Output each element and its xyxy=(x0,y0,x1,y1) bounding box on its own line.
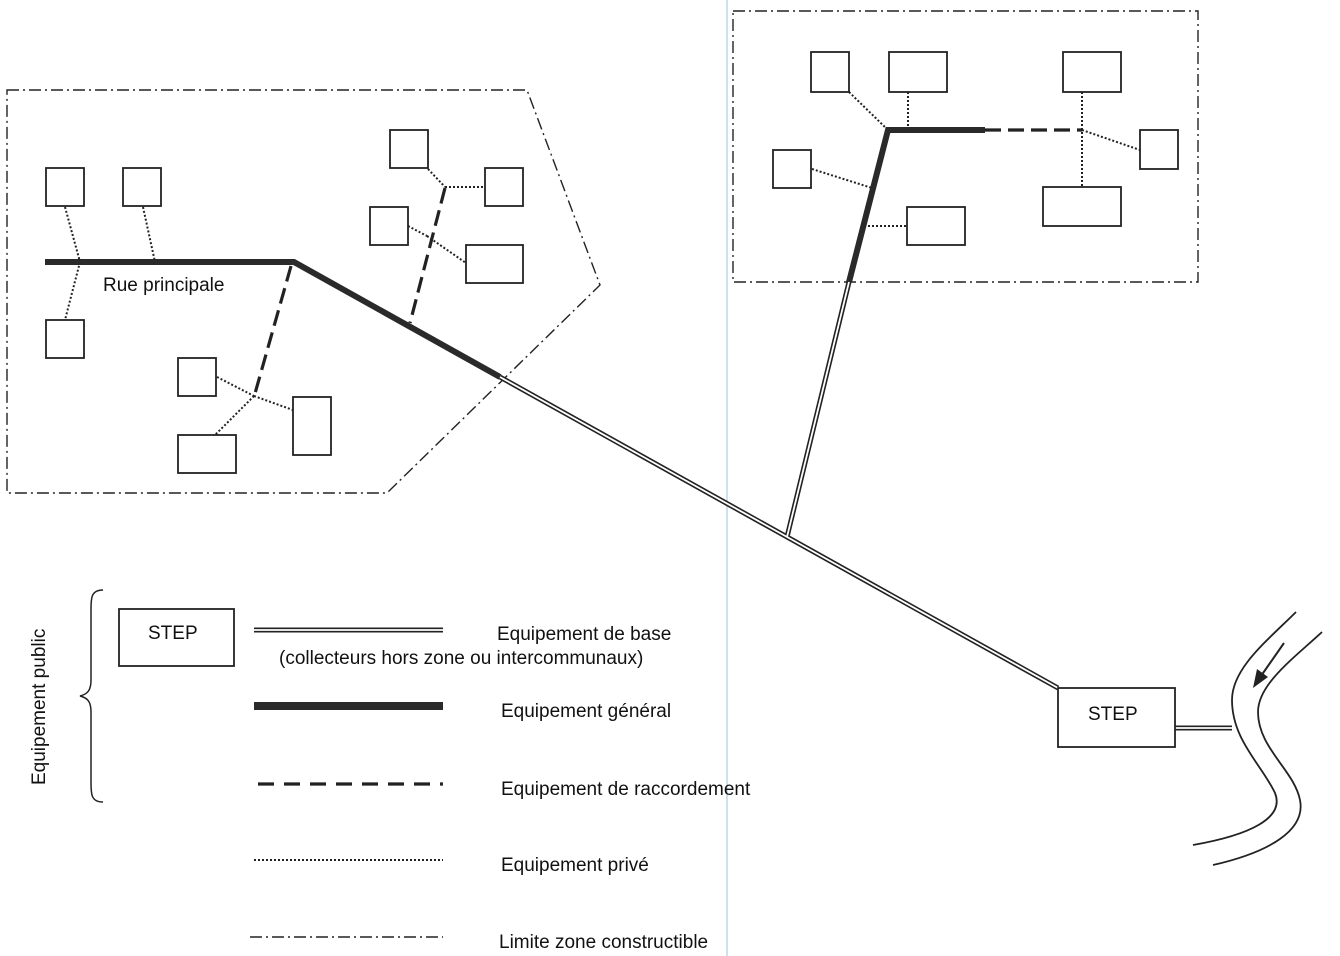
legend-private-label: Equipement privé xyxy=(501,855,649,876)
building xyxy=(484,167,524,207)
legend-step-box xyxy=(118,608,235,667)
building xyxy=(465,244,524,284)
treatment-plant-box xyxy=(1057,687,1176,748)
building xyxy=(177,434,237,474)
zone-limits xyxy=(6,10,1199,494)
building xyxy=(772,149,812,189)
building xyxy=(888,51,948,93)
building xyxy=(45,319,85,359)
legend: Equipement public STEP Equipement de bas… xyxy=(29,589,751,953)
building xyxy=(1139,129,1179,170)
legend-base-label: Equipement de base xyxy=(497,624,671,645)
building xyxy=(810,51,850,93)
building xyxy=(177,357,217,397)
building xyxy=(906,206,966,246)
building xyxy=(1042,186,1122,227)
building xyxy=(369,206,409,246)
building xyxy=(122,167,162,207)
building xyxy=(1062,51,1122,93)
legend-step-label: STEP xyxy=(148,623,198,644)
legend-brace xyxy=(79,589,104,803)
river xyxy=(1192,611,1323,866)
general-pipes xyxy=(45,127,985,380)
treatment-plant-label: STEP xyxy=(1088,704,1138,725)
legend-connection-label: Equipement de raccordement xyxy=(501,779,751,800)
legend-general-label: Equipement général xyxy=(501,701,671,722)
building xyxy=(389,129,429,169)
legend-group-label: Equipement public xyxy=(29,629,50,785)
building xyxy=(45,167,85,207)
legend-zone-label: Limite zone constructible xyxy=(499,932,708,953)
street-label: Rue principale xyxy=(103,275,224,296)
building xyxy=(292,396,332,456)
private-pipes xyxy=(64,91,1141,436)
connection-pipes xyxy=(252,128,1082,398)
zone-limit-right xyxy=(732,10,1199,283)
buildings xyxy=(45,51,1179,474)
legend-base-sublabel: (collecteurs hors zone ou intercommunaux… xyxy=(279,648,643,669)
river-flow-arrow-icon xyxy=(1253,642,1285,688)
base-pipes xyxy=(498,281,1232,731)
